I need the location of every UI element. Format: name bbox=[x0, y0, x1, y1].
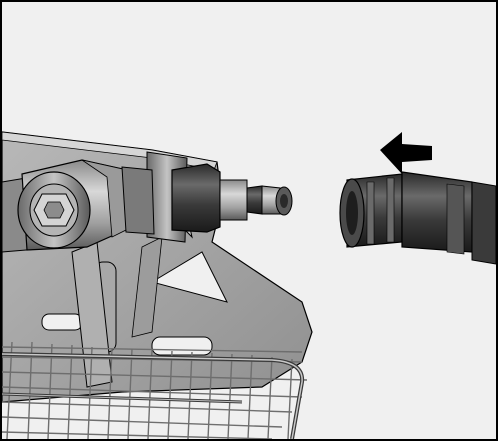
basket-rail bbox=[2, 352, 305, 439]
arrow-left-icon bbox=[380, 132, 432, 174]
coupling-plug bbox=[171, 163, 293, 233]
coupling-socket bbox=[339, 171, 496, 265]
hex-fitting bbox=[2, 159, 155, 253]
